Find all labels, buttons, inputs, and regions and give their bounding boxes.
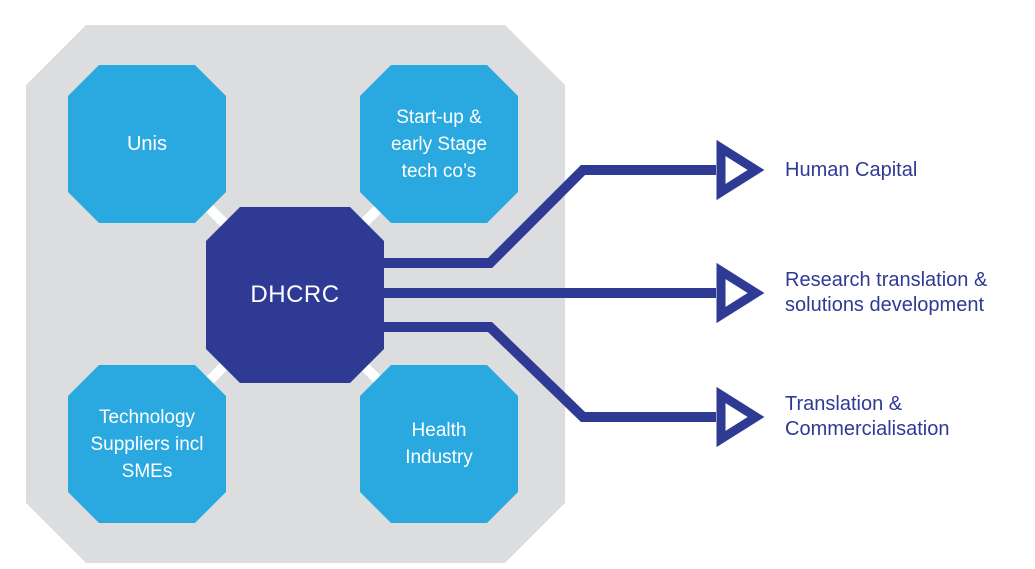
octagon-health-industry [360,365,518,523]
arrow-head-human-capital [716,139,765,201]
octagon-technology-suppliers-incl-smes [68,365,226,523]
arrow-line-translation-commercialisation [384,322,716,422]
label-line: solutions development [785,294,985,316]
octagon-dhcrc [206,207,384,383]
arrow-head-research-translation [716,262,765,324]
label-line: Commercialisation [785,418,950,440]
output-label-human-capital: Human Capital [785,145,1025,195]
arrow-line-human-capital [384,165,716,268]
output-label-research-translation-solutions-development: Research translation & solutions develop… [785,268,1035,318]
octagon-startup-early-stage-tech-cos [360,65,518,223]
label-line: Translation & [785,393,903,415]
output-label-translation-commercialisation: Translation & Commercialisation [785,392,1035,442]
label-line: Research translation & [785,269,988,291]
octagon-unis [68,65,226,223]
arrow-head-translation-commercialisation [716,386,765,448]
label-line: Human Capital [785,158,918,181]
